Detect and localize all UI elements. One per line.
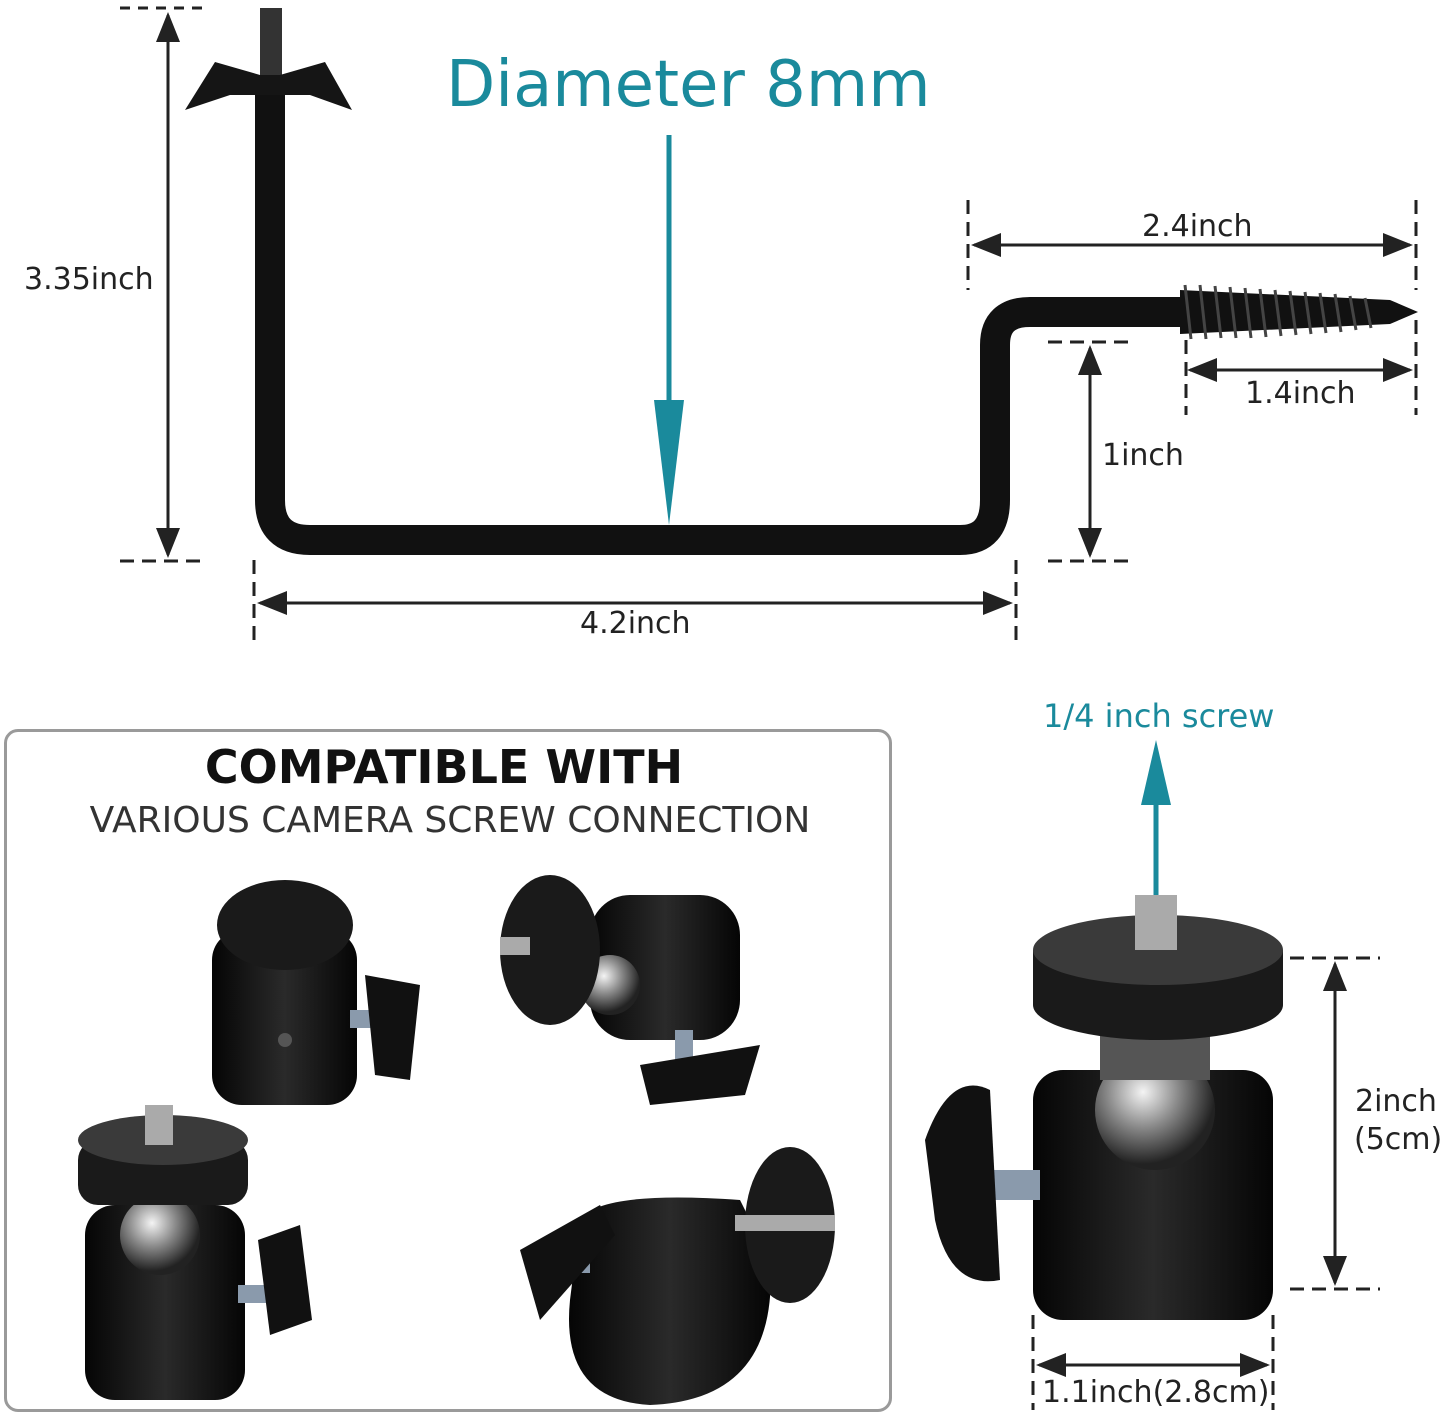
width-dimension-label: 4.2inch [580, 606, 691, 641]
ball-head-large [925, 895, 1283, 1320]
ball-head-tilted [500, 875, 760, 1105]
threaded-stud [260, 8, 282, 78]
ball-head-side [212, 880, 420, 1105]
ball-head-height-metric-label: (5cm) [1354, 1122, 1443, 1157]
ball-head-sideways [520, 1147, 835, 1405]
compatible-subtitle: VARIOUS CAMERA SCREW CONNECTION [89, 800, 811, 841]
bracket-rod [255, 90, 1190, 555]
offset-dimension-label: 1inch [1102, 438, 1184, 473]
ball-head-upright [78, 1105, 312, 1400]
height-dimension-label: 3.35inch [24, 262, 154, 297]
lag-screw [1180, 284, 1418, 340]
diameter-label: Diameter 8mm [446, 48, 931, 122]
screw-length-dimension-label: 1.4inch [1245, 376, 1356, 411]
ball-head-height-label: 2inch [1355, 1084, 1437, 1119]
screw-arm-dimension-label: 2.4inch [1142, 209, 1253, 244]
screw-size-label: 1/4 inch screw [1043, 697, 1275, 735]
compatible-title: COMPATIBLE WITH [204, 740, 684, 794]
wing-nut-icon [185, 62, 352, 110]
compatible-panel [4, 729, 892, 1412]
ball-head-width-label: 1.1inch(2.8cm) [1042, 1375, 1270, 1410]
